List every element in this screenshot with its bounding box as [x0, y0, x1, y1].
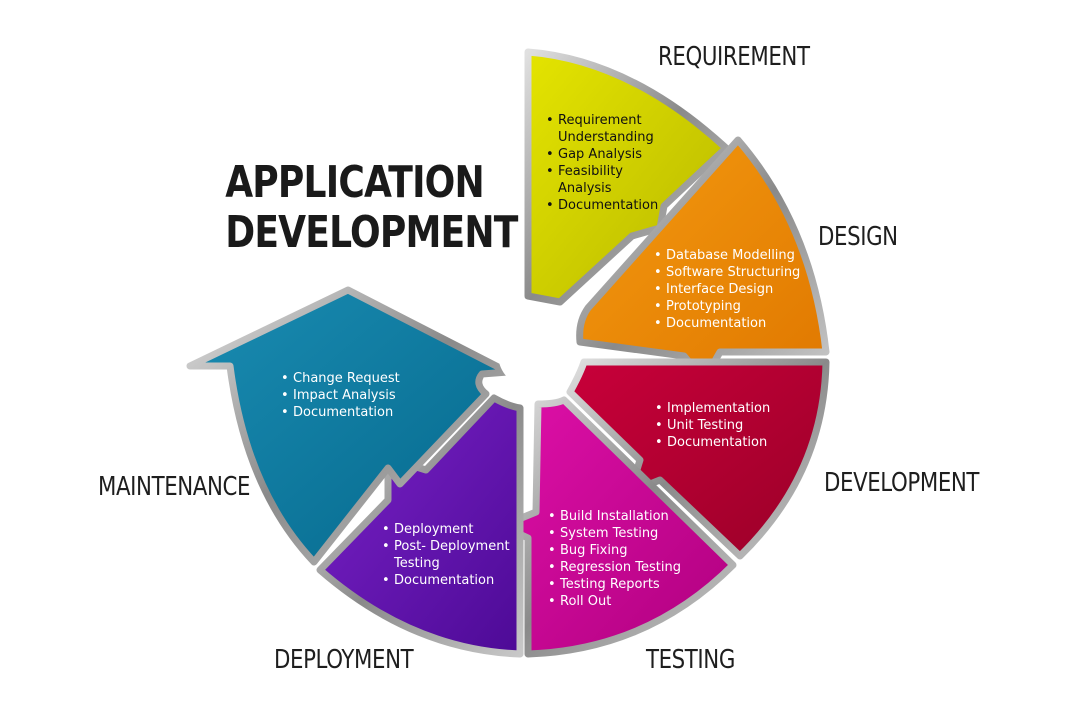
list-item: Bug Fixing	[548, 542, 688, 559]
list-item: Documentation	[382, 572, 512, 589]
list-design: Database Modelling Software Structuring …	[654, 247, 804, 332]
list-item: Software Structuring	[654, 264, 804, 281]
title-line-1: APPLICATION	[225, 157, 485, 208]
list-item: Gap Analysis	[546, 146, 656, 163]
list-maintenance: Change Request Impact Analysis Documenta…	[281, 370, 411, 421]
label-maintenance: MAINTENANCE	[98, 472, 251, 502]
label-development: DEVELOPMENT	[824, 468, 980, 498]
list-item: Impact Analysis	[281, 387, 411, 404]
list-item: Post- Deployment Testing	[382, 538, 512, 572]
list-item: Change Request	[281, 370, 411, 387]
list-item: Requirement Understanding	[546, 112, 656, 146]
list-item: Deployment	[382, 521, 512, 538]
list-item: Regression Testing	[548, 559, 688, 576]
list-item: Documentation	[654, 315, 804, 332]
list-item: System Testing	[548, 525, 688, 542]
label-design: DESIGN	[818, 222, 898, 252]
list-item: Interface Design	[654, 281, 804, 298]
list-development: Implementation Unit Testing Documentatio…	[655, 400, 795, 451]
list-item: Roll Out	[548, 593, 688, 610]
list-item: Database Modelling	[654, 247, 804, 264]
list-requirement: Requirement Understanding Gap Analysis F…	[546, 112, 658, 214]
label-testing: TESTING	[646, 645, 735, 675]
segment-maintenance	[186, 286, 512, 566]
list-item: Documentation	[281, 404, 411, 421]
list-deployment: Deployment Post- Deployment Testing Docu…	[382, 521, 512, 589]
diagram-title: APPLICATION DEVELOPMENT	[225, 157, 518, 258]
title-line-2: DEVELOPMENT	[225, 207, 518, 258]
list-item: Documentation	[655, 434, 795, 451]
list-item: Feasibility Analysis	[546, 163, 656, 197]
center-hub	[498, 320, 566, 388]
list-item: Build Installation	[548, 508, 688, 525]
label-deployment: DEPLOYMENT	[274, 645, 414, 675]
list-item: Testing Reports	[548, 576, 688, 593]
label-requirement: REQUIREMENT	[658, 42, 810, 72]
list-item: Implementation	[655, 400, 795, 417]
list-item: Documentation	[546, 197, 658, 214]
list-item: Unit Testing	[655, 417, 795, 434]
list-item: Prototyping	[654, 298, 804, 315]
list-testing: Build Installation System Testing Bug Fi…	[548, 508, 688, 610]
